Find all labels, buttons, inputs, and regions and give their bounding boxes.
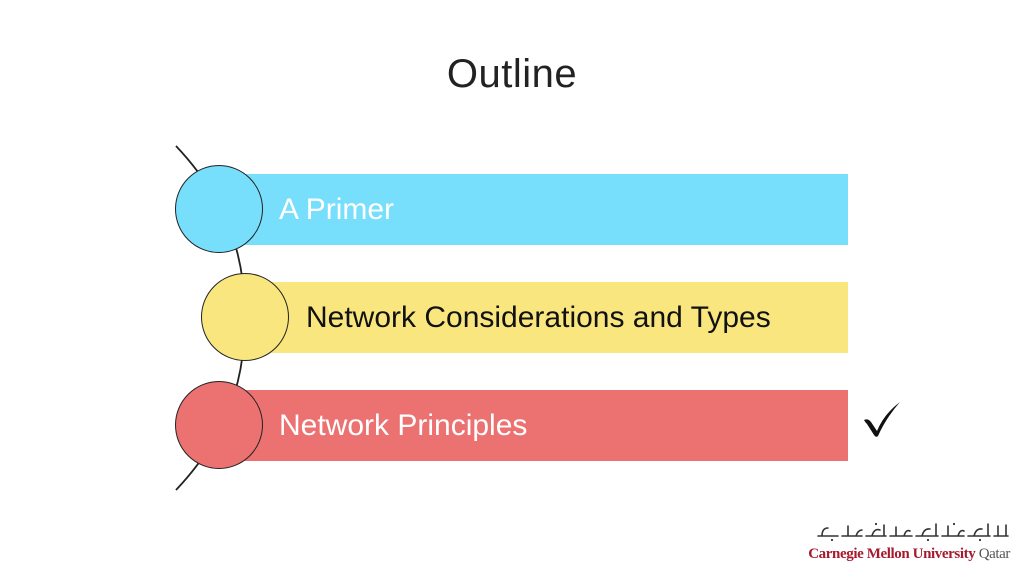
outline-item-2: Network Considerations and Types	[246, 282, 848, 353]
checkmark-icon	[864, 402, 900, 437]
logo-arabic-wordmark	[817, 522, 1009, 542]
outline-bullet-circle	[175, 165, 263, 253]
logo-name-suffix: Qatar	[978, 546, 1011, 562]
university-logo: Carnegie Mellon University Qatar	[808, 520, 1012, 568]
logo-name-main: Carnegie Mellon University	[808, 546, 976, 562]
outline-item-label: Network Principles	[279, 408, 528, 442]
slide-title: Outline	[446, 52, 578, 96]
outline-bullet-circle	[201, 273, 289, 361]
outline-item-label: A Primer	[279, 192, 395, 226]
outline-bullet-circle	[175, 381, 263, 469]
outline-item-3: Network Principles	[221, 390, 848, 461]
outline-item-1: A Primer	[221, 174, 848, 245]
outline-item-label: Network Considerations and Types	[306, 300, 771, 334]
logo-wordmark: Carnegie Mellon University Qatar	[808, 546, 1010, 563]
